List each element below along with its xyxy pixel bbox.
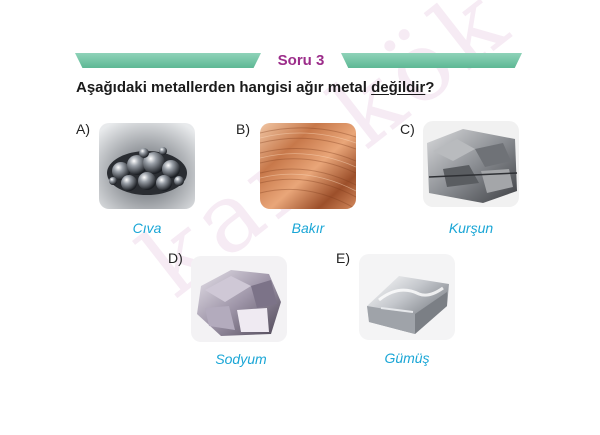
option-a-image[interactable] <box>99 123 195 209</box>
option-a-caption: Cıva <box>132 220 162 236</box>
option-a-letter[interactable]: A) <box>76 121 90 137</box>
option-b-caption: Bakır <box>291 220 325 236</box>
header-banner-right <box>341 53 522 68</box>
option-c-image[interactable] <box>423 121 519 207</box>
silver-bar-image <box>359 254 455 340</box>
lead-chunk-image <box>423 121 519 207</box>
mercury-droplets-image <box>99 123 195 209</box>
option-d-letter[interactable]: D) <box>168 250 183 266</box>
option-c-caption: Kurşun <box>448 220 494 236</box>
copper-texture-image <box>260 123 356 209</box>
option-e-image[interactable] <box>359 254 455 340</box>
question-keyword-underlined: değildir <box>371 79 426 96</box>
question-text-part-2: ? <box>425 79 435 96</box>
question-text-part-1: Aşağıdaki metallerden hangisi ağır metal <box>76 79 372 96</box>
option-e-letter[interactable]: E) <box>336 250 350 266</box>
sodium-chunk-image <box>191 256 287 342</box>
option-b-image[interactable] <box>260 123 356 209</box>
header-banner-left <box>75 53 261 68</box>
option-c-letter[interactable]: C) <box>400 121 415 137</box>
question-text: Aşağıdaki metallerden hangisi ağır metal… <box>76 79 434 96</box>
question-number: Soru 3 <box>277 52 325 69</box>
option-e-caption: Gümüş <box>384 350 430 366</box>
option-d-caption: Sodyum <box>215 351 267 367</box>
option-b-letter[interactable]: B) <box>236 121 250 137</box>
option-d-image[interactable] <box>191 256 287 342</box>
